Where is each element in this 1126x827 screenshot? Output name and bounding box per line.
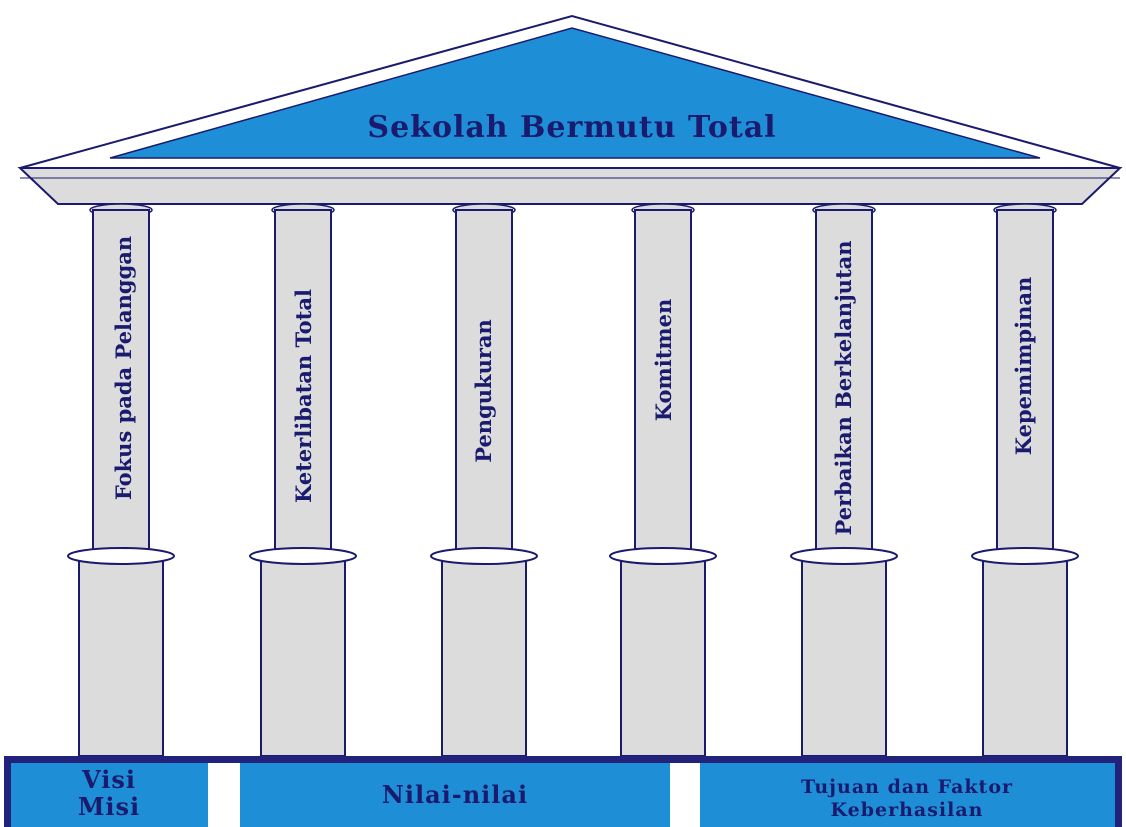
pillar-base-block xyxy=(801,558,887,757)
foundation-tujuan-label: Tujuan dan Faktor xyxy=(801,776,1013,798)
pillar-label: Perbaikan Berkelanjutan xyxy=(831,240,856,535)
pillar-ring xyxy=(790,547,898,565)
pillar-base-block xyxy=(620,558,706,757)
pillar-4: Komitmen xyxy=(609,203,717,757)
pillar-base-block xyxy=(260,558,346,757)
pillar-upper-shaft xyxy=(274,209,332,554)
foundation-keberhasilan-label: Keberhasilan xyxy=(831,799,984,821)
pillar-label: Komitmen xyxy=(651,299,676,422)
foundation-visi-label: Visi xyxy=(81,765,136,794)
pillar-label: Pengukuran xyxy=(471,319,496,463)
pillar-base-block xyxy=(78,558,164,757)
pillar-label: Kepemimpinan xyxy=(1011,277,1036,455)
foundation-block-tujuan xyxy=(700,763,1115,827)
foundation: Visi Misi Nilai-nilai Tujuan dan Faktor … xyxy=(4,756,1122,827)
pillar-ring xyxy=(249,547,357,565)
pillar-ring xyxy=(609,547,717,565)
pillar-base-block xyxy=(982,558,1068,757)
pillar-2: Keterlibatan Total xyxy=(249,203,357,757)
pillar-upper-shaft xyxy=(996,209,1054,554)
pillar-upper-shaft xyxy=(92,209,150,554)
pillar-upper-shaft xyxy=(815,209,873,554)
pillar-upper-shaft xyxy=(634,209,692,554)
pillar-label: Fokus pada Pelanggan xyxy=(111,236,136,500)
pillar-label: Keterlibatan Total xyxy=(291,289,316,503)
pillar-5: Perbaikan Berkelanjutan xyxy=(790,203,898,757)
foundation-block-nilai xyxy=(240,763,670,827)
foundation-misi-label: Misi xyxy=(78,792,140,821)
pillar-ring xyxy=(67,547,175,565)
entablature-beam xyxy=(17,167,1123,205)
pillar-ring xyxy=(971,547,1079,565)
roof-inner-triangle xyxy=(109,27,1041,159)
foundation-nilai-label: Nilai-nilai xyxy=(382,780,528,809)
pillar-upper-shaft xyxy=(455,209,513,554)
entablature xyxy=(17,167,1123,205)
pillar-6: Kepemimpinan xyxy=(971,203,1079,757)
roof-title: Sekolah Bermutu Total xyxy=(367,110,776,145)
roof: Sekolah Bermutu Total xyxy=(19,14,1121,169)
pillar-1: Fokus pada Pelanggan xyxy=(67,203,175,757)
pillar-base-block xyxy=(441,558,527,757)
pillar-ring xyxy=(430,547,538,565)
pillar-3: Pengukuran xyxy=(430,203,538,757)
foundation-block-visi-misi xyxy=(11,763,208,827)
